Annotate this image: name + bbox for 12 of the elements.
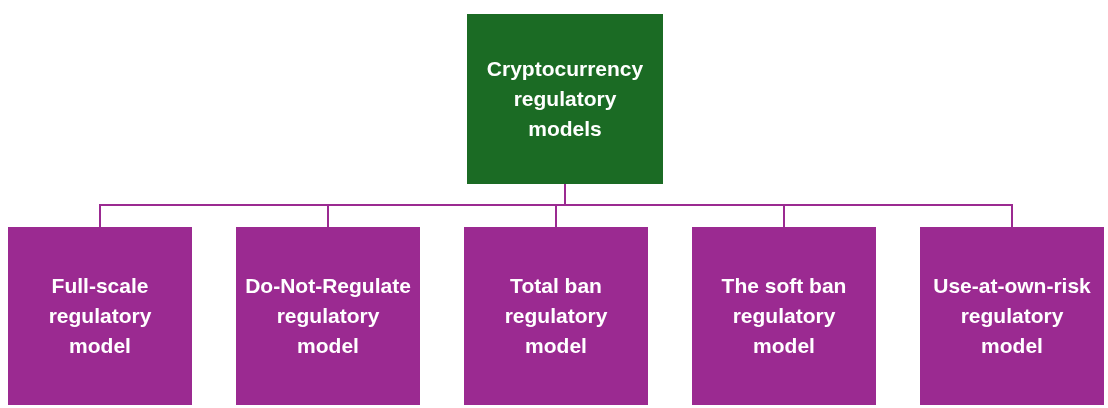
category-box [236, 227, 420, 405]
box-label: The soft ban regulatory model [720, 273, 848, 359]
category-box [692, 227, 876, 405]
category-box [920, 227, 1104, 405]
box-label: Do-Not-Regulate regulatory model [244, 273, 412, 359]
category-box [8, 227, 192, 405]
category-box [467, 14, 663, 184]
category-box [464, 227, 648, 405]
box-label: Cryptocurrency regulatory models [485, 56, 645, 142]
box-label: Full-scale regulatory model [47, 273, 153, 359]
box-label: Use-at-own-risk regulatory model [932, 273, 1092, 359]
box-label: Total ban regulatory model [503, 273, 609, 359]
